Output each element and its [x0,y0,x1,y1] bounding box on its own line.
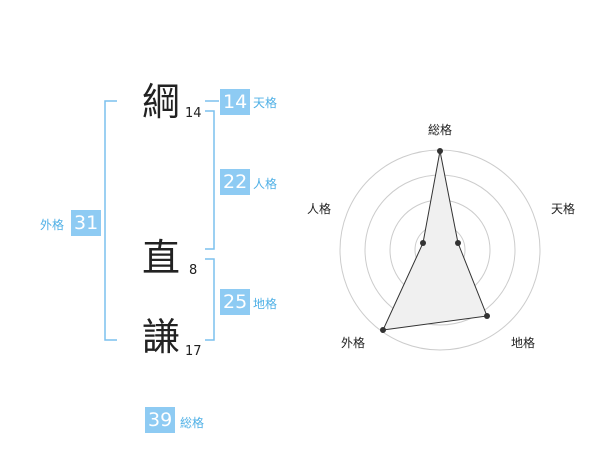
name-char-2: 直 [142,236,181,280]
gaikaku-bracket [104,100,117,341]
name-char-2-strokes: 8 [189,263,198,278]
radar-label-jinkaku: 人格 [307,202,332,216]
name-char-3-strokes: 17 [185,344,202,359]
jinkaku-value: 22 [220,169,251,195]
jinkaku-label: 人格 [253,177,278,191]
chikaku-label: 地格 [253,297,278,311]
jinkaku-bracket [205,110,215,250]
radar-point [455,240,461,246]
radar-point [420,240,426,246]
soukaku-label: 総格 [180,416,205,430]
tenkaku-label: 天格 [253,96,278,110]
gaikaku-label: 外格 [40,218,65,232]
chikaku-value: 25 [220,289,251,315]
radar-point [437,148,443,154]
radar-shape [382,150,488,331]
name-char-3: 謙 [142,315,181,359]
radar-points [380,148,490,333]
radar-label-tenkaku: 天格 [551,202,576,216]
chikaku-bracket [205,258,215,341]
tenkaku-value: 14 [220,89,251,115]
radar-label-gaikaku: 外格 [341,336,366,350]
name-char-1-strokes: 14 [185,106,202,121]
radar-point [484,313,490,319]
soukaku-value: 39 [145,407,176,433]
radar-label-soukaku: 総格 [428,123,453,137]
radar-point [380,327,386,333]
radar-label-chikaku: 地格 [511,336,536,350]
gaikaku-value: 31 [71,210,102,236]
name-char-1: 綱 [142,80,181,124]
